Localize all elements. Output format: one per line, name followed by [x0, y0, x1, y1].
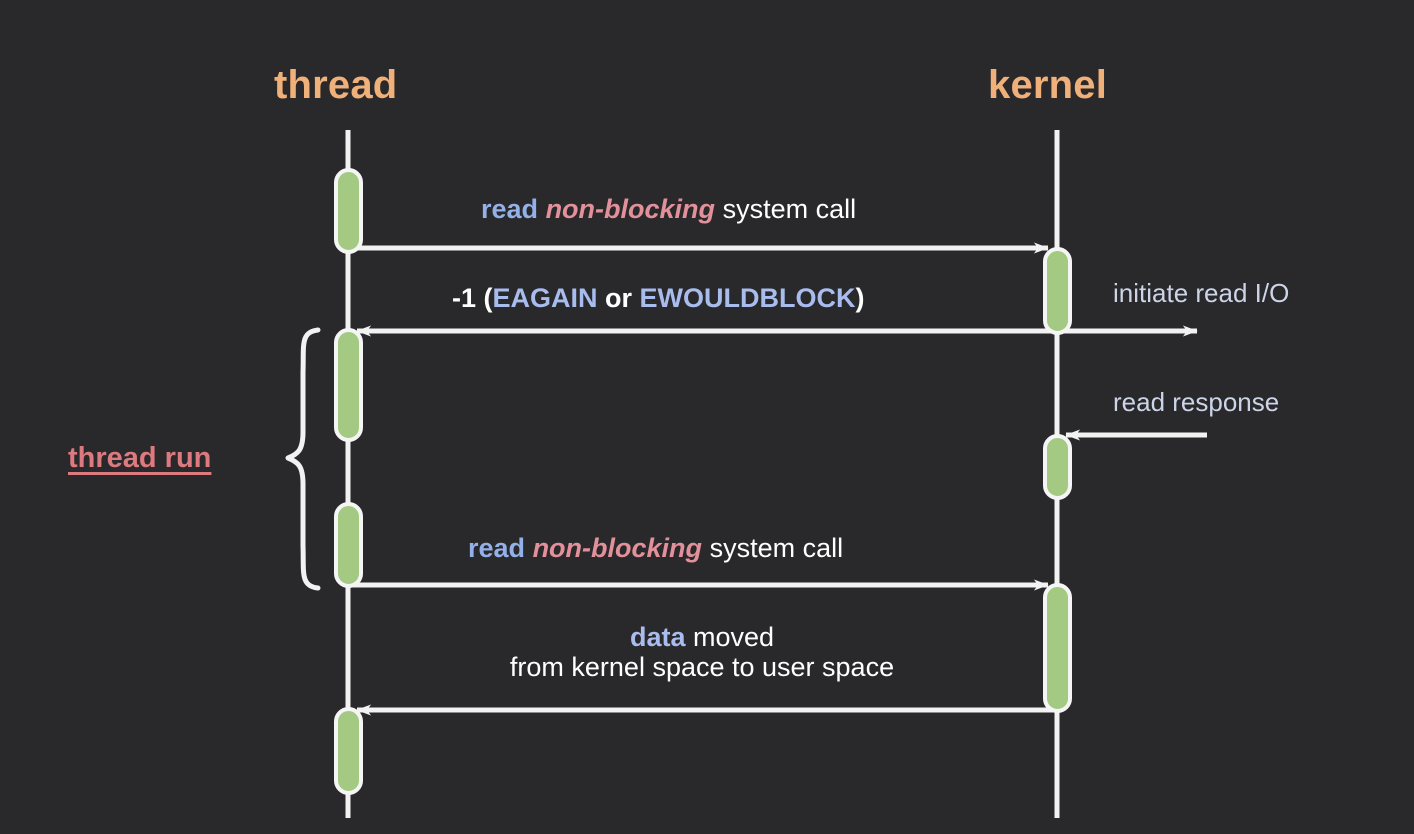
message-label-read-nonblocking-2: read non-blocking system call: [468, 533, 843, 563]
participant-label-kernel: kernel: [988, 63, 1108, 107]
note-read-response: read response: [1113, 387, 1280, 417]
return-joiner: or: [597, 283, 640, 313]
message-label-eagain-return: -1 (EAGAIN or EWOULDBLOCK): [452, 283, 865, 313]
thread-run-label: thread run: [68, 442, 212, 474]
keyword-data: data: [629, 622, 686, 652]
errno-eagain: EAGAIN: [492, 283, 598, 313]
errno-ewouldblock: EWOULDBLOCK: [639, 283, 856, 313]
participant-label-thread: thread: [274, 63, 398, 107]
activation-kernel-1: [1043, 247, 1072, 335]
thread-run-brace: [285, 327, 321, 591]
activation-thread-4: [334, 707, 363, 795]
activation-thread-2: [334, 328, 363, 442]
keyword-non-blocking: non-blocking: [545, 194, 716, 224]
activation-thread-3: [334, 502, 363, 588]
activation-kernel-3: [1043, 583, 1072, 713]
return-suffix: ): [855, 283, 865, 313]
keyword-read: read: [468, 533, 526, 563]
message-label-read-nonblocking-1: read non-blocking system call: [481, 194, 856, 224]
activation-thread-1: [334, 168, 363, 254]
keyword-non-blocking: non-blocking: [532, 533, 703, 563]
message-text-kernel-to-user: from kernel space to user space: [509, 652, 895, 683]
message-text-system-call: system call: [722, 194, 857, 224]
note-initiate-read-io: initiate read I/O: [1113, 278, 1290, 308]
keyword-read: read: [481, 194, 539, 224]
activation-kernel-2: [1043, 434, 1072, 500]
return-prefix: -1 (: [452, 283, 493, 313]
message-text-moved: moved: [693, 622, 775, 652]
message-text-system-call: system call: [709, 533, 844, 563]
